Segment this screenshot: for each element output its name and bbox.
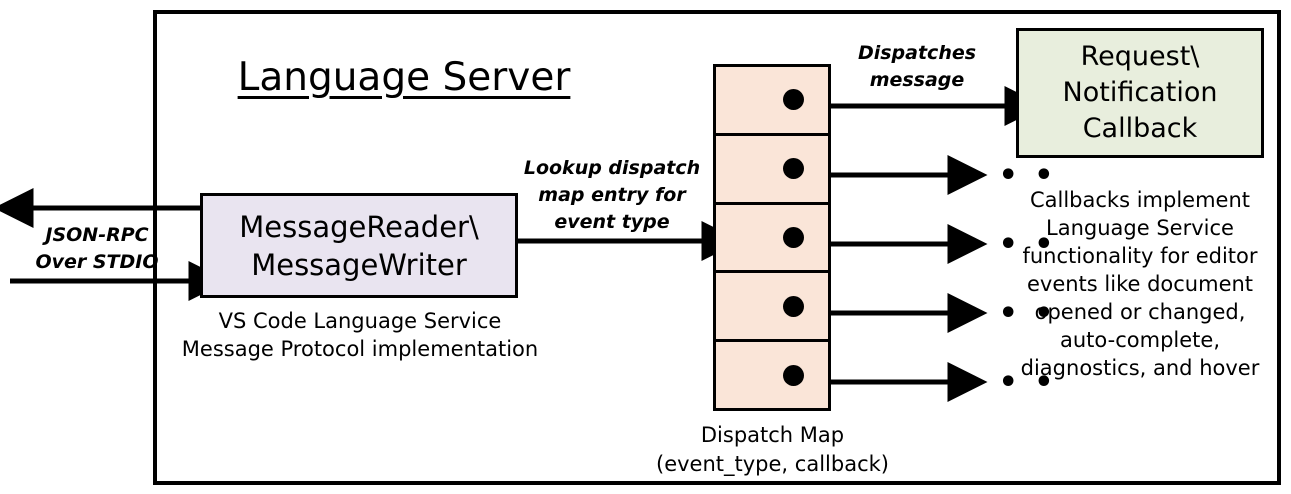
callback-box-line2: Notification	[1062, 77, 1218, 108]
ellipsis-row5: • • •	[963, 365, 1057, 400]
dispatch-map-row[interactable]	[716, 67, 828, 136]
callback-box-line1: Request\	[1080, 41, 1200, 72]
stdio-label-line1: JSON-RPC	[45, 224, 149, 246]
lookup-dispatch-label: Lookup dispatch map entry for event type	[516, 155, 708, 236]
callback-description: Callbacks implement Language Service fun…	[1010, 186, 1270, 382]
callback-desc-line7: diagnostics, and hover	[1020, 356, 1260, 380]
ellipsis-row3: • • •	[963, 227, 1057, 262]
callback-desc-line1: Callbacks implement	[1029, 188, 1251, 212]
dispatch-map-row[interactable]	[716, 273, 828, 343]
dispatch-map-caption-line2: (event_type, callback)	[656, 452, 889, 476]
dispatch-entry-dot	[783, 226, 804, 248]
callback-desc-line3: functionality for editor	[1022, 244, 1258, 268]
callback-desc-line6: auto-complete,	[1060, 328, 1220, 352]
request-notification-callback-box[interactable]: Request\ Notification Callback	[1016, 28, 1264, 158]
dispatches-message-label: Dispatches message	[838, 40, 996, 94]
lookup-label-line1: Lookup dispatch	[523, 157, 701, 179]
ellipsis-row4: • • •	[963, 296, 1057, 331]
dispatches-label-line2: message	[869, 69, 965, 91]
dispatch-entry-dot	[783, 89, 804, 111]
callback-box-line3: Callback	[1082, 113, 1198, 144]
page-title: Language Server	[237, 55, 571, 100]
reader-box-line1: MessageReader\	[239, 209, 479, 244]
message-reader-writer-caption: VS Code Language Service Message Protoco…	[180, 307, 540, 363]
lookup-label-line2: map entry for	[538, 184, 686, 206]
dispatch-entry-dot	[783, 295, 804, 317]
callback-desc-line2: Language Service	[1046, 216, 1234, 240]
dispatches-label-line1: Dispatches	[857, 42, 977, 64]
message-reader-writer-box[interactable]: MessageReader\ MessageWriter	[200, 193, 518, 298]
dispatch-map-caption-line1: Dispatch Map	[700, 423, 845, 447]
reader-caption-line1: VS Code Language Service	[218, 309, 502, 333]
ellipsis-row2: • • •	[963, 158, 1057, 193]
dispatch-entry-dot	[783, 158, 804, 180]
stdio-label-line2: Over STDIO	[35, 251, 159, 273]
dispatch-map-row[interactable]	[716, 342, 828, 408]
stdio-channel-label: JSON-RPC Over STDIO	[22, 222, 172, 276]
dispatch-map-row[interactable]	[716, 205, 828, 274]
reader-caption-line2: Message Protocol implementation	[181, 337, 539, 361]
callback-desc-line5: opened or changed,	[1034, 300, 1246, 324]
language-server-boundary	[153, 10, 1281, 485]
dispatch-map[interactable]	[713, 64, 831, 411]
callback-desc-line4: events like document	[1026, 272, 1254, 296]
reader-box-line2: MessageWriter	[251, 247, 467, 282]
dispatch-map-row[interactable]	[716, 136, 828, 205]
dispatch-entry-dot	[783, 364, 804, 386]
lookup-label-line3: event type	[554, 211, 670, 233]
dispatch-map-caption: Dispatch Map (event_type, callback)	[640, 421, 905, 479]
